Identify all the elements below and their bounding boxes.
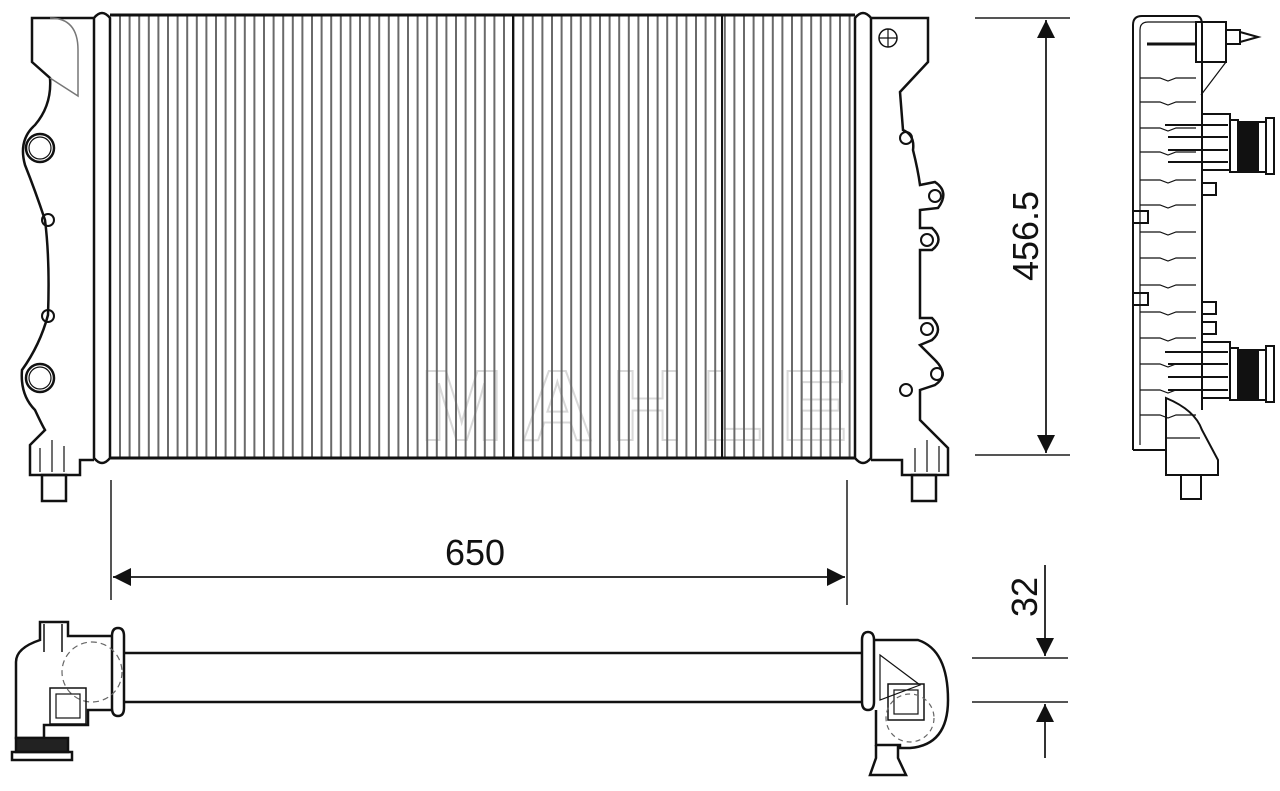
left-side-plate xyxy=(92,11,112,465)
side-ribs xyxy=(1140,77,1196,419)
depth-dimension-label: 32 xyxy=(1004,577,1045,617)
watermark: MAHLE xyxy=(420,350,866,462)
height-dimension xyxy=(975,17,1070,456)
right-tank xyxy=(871,16,950,503)
width-dimension-label: 650 xyxy=(445,532,505,573)
height-dimension-label: 456.5 xyxy=(1005,191,1046,281)
side-view xyxy=(1132,15,1275,500)
right-side-plate xyxy=(853,11,873,465)
left-tank xyxy=(20,16,94,503)
front-view: MAHLE xyxy=(20,11,950,503)
core-frame xyxy=(110,13,855,460)
core-fins xyxy=(119,15,851,458)
depth-dimension xyxy=(972,565,1068,758)
bottom-view xyxy=(10,620,950,777)
width-dimension xyxy=(110,480,848,605)
